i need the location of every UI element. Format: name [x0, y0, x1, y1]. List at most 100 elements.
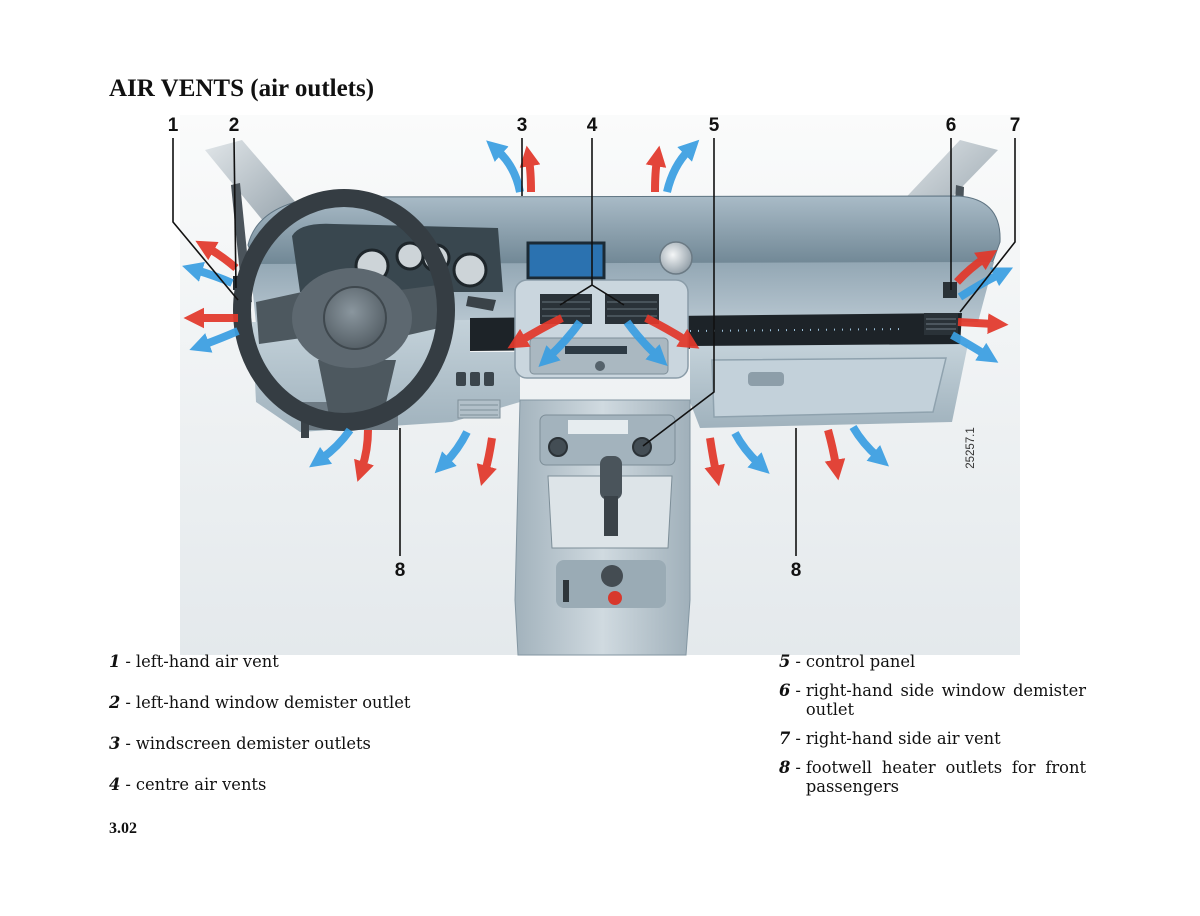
console-knob: [601, 565, 623, 587]
warm-air-arrow: [644, 314, 700, 349]
centre-console: [514, 399, 691, 656]
legend-text: windscreen demister outlets: [135, 734, 371, 753]
callout-5: 5: [709, 115, 720, 136]
leader-lines: [172, 137, 1016, 556]
cool-air-arrow: [731, 431, 770, 474]
legend-text: centre air vents: [135, 775, 267, 794]
warm-air-arrow: [476, 437, 497, 487]
cool-air-arrow: [623, 319, 668, 366]
legend-text: left-hand air vent: [135, 652, 279, 671]
legend-number: 3: [109, 734, 121, 753]
glovebox: [690, 344, 968, 428]
warm-air-arrow: [645, 145, 667, 193]
legend-right-column: 5 - control panel 6 - right-hand side wi…: [779, 652, 1086, 806]
legend-text: right-hand side air vent: [805, 729, 1001, 748]
cool-air-arrow: [486, 140, 524, 193]
callout-3: 3: [517, 115, 528, 136]
leader-line-5: [642, 138, 715, 447]
windscreen-airflow: [486, 139, 700, 193]
leader-line-1: [172, 138, 239, 301]
right-air-vent: [924, 313, 958, 335]
warm-air-arrow: [704, 437, 725, 487]
legend-separator: -: [125, 775, 131, 794]
warm-air-arrow: [354, 429, 374, 482]
legend-number: 1: [109, 652, 121, 671]
warm-air-arrow: [957, 313, 1009, 335]
page-number: 3.02: [109, 820, 137, 837]
cool-air-arrow: [309, 427, 354, 468]
cool-air-arrow: [538, 319, 584, 367]
warm-air-arrow: [954, 249, 998, 285]
callout-6: 6: [946, 115, 957, 136]
legend-number: 8: [779, 758, 791, 777]
right-side-airflow: [950, 249, 1014, 363]
legend-text: footwell heater outlets for front passen…: [805, 758, 1086, 796]
callout-1: 1: [168, 115, 179, 136]
glovebox-handle: [748, 372, 784, 386]
dashboard-clock: [659, 241, 693, 275]
legend-separator: -: [795, 729, 801, 748]
legend-separator: -: [125, 652, 131, 671]
legend-left-column: 1 - left-hand air vent 2 - left-hand win…: [109, 652, 539, 816]
centre-vent-airflow: [507, 314, 700, 367]
warm-air-arrow: [824, 428, 846, 481]
gear-lever-knob: [600, 456, 622, 500]
leader-line-7: [959, 138, 1016, 313]
cool-air-arrow: [663, 139, 700, 193]
steering-rim: [233, 189, 455, 431]
legend-number: 4: [109, 775, 121, 794]
callout-8-left: 8: [395, 560, 406, 581]
callout-4: 4: [587, 115, 598, 136]
control-knob-left: [548, 437, 568, 457]
legend-item: 1 - left-hand air vent: [109, 652, 539, 671]
gauge: [452, 252, 488, 288]
legend-separator: -: [125, 693, 131, 712]
dashboard-air-vents-diagram: 1 2 3 4 5 6 7 8 8 25257.1: [168, 115, 1021, 656]
cool-air-arrow: [849, 424, 890, 467]
legend-item: 3 - windscreen demister outlets: [109, 734, 539, 753]
airbag-cover: [323, 286, 387, 350]
leader-line-2: [233, 137, 237, 289]
callout-2: 2: [229, 115, 240, 136]
control-knob-right: [632, 437, 652, 457]
cool-air-arrow: [957, 267, 1014, 301]
legend-item: 4 - centre air vents: [109, 775, 539, 794]
legend-separator: -: [795, 758, 801, 777]
left-side-airflow: [182, 240, 240, 353]
callout-7: 7: [1010, 115, 1021, 136]
cool-air-arrow: [434, 430, 471, 474]
steering-wheel: [233, 189, 496, 438]
legend-text: left-hand window demister outlet: [135, 693, 411, 712]
cool-air-arrow: [182, 261, 234, 287]
figure-reference: 25257.1: [965, 427, 977, 469]
legend-number: 5: [779, 652, 791, 671]
callout-numbers: 1 2 3 4 5 6 7 8 8: [168, 115, 1021, 581]
legend-item: 6 - right-hand side window demister outl…: [779, 681, 1086, 719]
leader-line-4: [559, 138, 625, 306]
legend-text: control panel: [805, 652, 916, 671]
page-title: AIR VENTS (air outlets): [109, 75, 375, 102]
callout-8-right: 8: [791, 560, 802, 581]
legend-text: right-hand side window demister outlet: [805, 681, 1086, 719]
switch-block: [456, 372, 501, 419]
hazard-button: [608, 591, 622, 605]
cool-air-arrow: [189, 327, 240, 353]
gear-lever-shaft: [604, 496, 618, 536]
wiper-stalk: [466, 296, 496, 311]
legend-number: 2: [109, 693, 121, 712]
legend-separator: -: [795, 681, 801, 700]
warm-air-arrow: [519, 145, 541, 193]
right-demister-outlet: [943, 282, 957, 298]
radio-knob: [595, 361, 605, 371]
legend-separator: -: [795, 652, 801, 671]
radio-display: [565, 346, 627, 354]
legend-item: 2 - left-hand window demister outlet: [109, 693, 539, 712]
legend-item: 5 - control panel: [779, 652, 1086, 671]
warm-air-arrow: [195, 240, 239, 272]
legend-item: 8 - footwell heater outlets for front pa…: [779, 758, 1086, 796]
legend-number: 6: [779, 681, 791, 700]
footwell-airflow: [309, 424, 890, 487]
control-panel-display: [568, 420, 628, 434]
legend-item: 7 - right-hand side air vent: [779, 729, 1086, 748]
legend-separator: -: [125, 734, 131, 753]
